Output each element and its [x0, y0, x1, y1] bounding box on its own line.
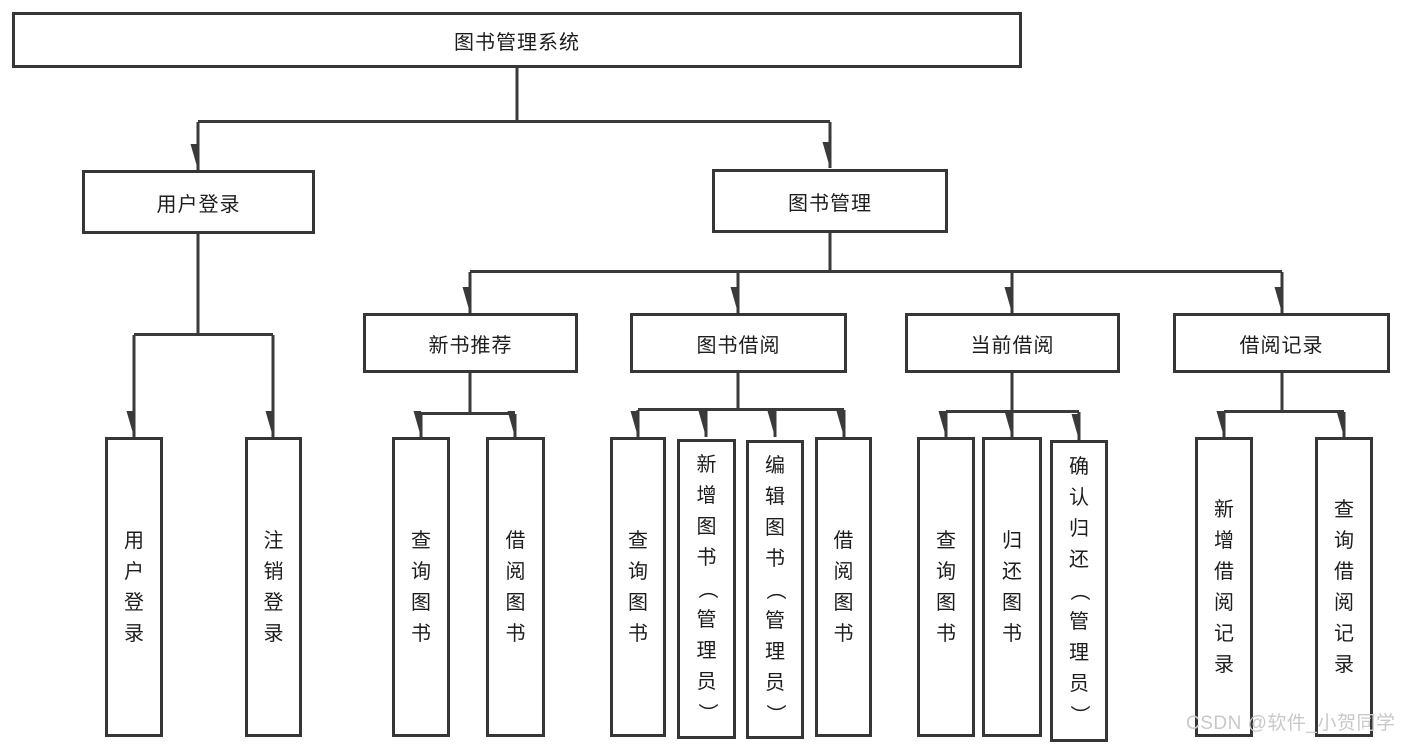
- node-book-borrowing: 图书借阅: [630, 313, 847, 373]
- node-leaf-user-login: 用户登录: [105, 437, 163, 737]
- node-borrowing-records: 借阅记录: [1173, 313, 1390, 373]
- node-new-book-recommendation: 新书推荐: [363, 313, 578, 373]
- node-user-login: 用户登录: [82, 170, 315, 234]
- node-leaf-cb-query-book: 查询图书: [917, 437, 975, 737]
- node-leaf-cb-return-book: 归还图书: [982, 437, 1042, 737]
- node-leaf-rec-query-book: 查询图书: [392, 437, 450, 737]
- node-current-borrowing: 当前借阅: [905, 313, 1120, 373]
- node-leaf-bb-add-book-admin: 新增图书（管理员）: [677, 439, 736, 739]
- node-leaf-br-add-record: 新增借阅记录: [1195, 437, 1253, 737]
- node-leaf-bb-borrow-book: 借阅图书: [815, 437, 872, 737]
- node-leaf-rec-borrow-book: 借阅图书: [486, 437, 545, 737]
- node-leaf-br-query-record: 查询借阅记录: [1315, 437, 1373, 737]
- node-book-management: 图书管理: [712, 169, 948, 233]
- node-leaf-bb-edit-book-admin: 编辑图书（管理员）: [746, 440, 804, 739]
- node-leaf-logout: 注销登录: [245, 437, 302, 737]
- node-library-management-system: 图书管理系统: [12, 12, 1022, 68]
- node-leaf-cb-confirm-return-admin: 确认归还（管理员）: [1050, 440, 1108, 742]
- node-leaf-bb-query-book: 查询图书: [610, 437, 666, 737]
- csdn-watermark: CSDN @软件_小贺同学: [1186, 713, 1396, 734]
